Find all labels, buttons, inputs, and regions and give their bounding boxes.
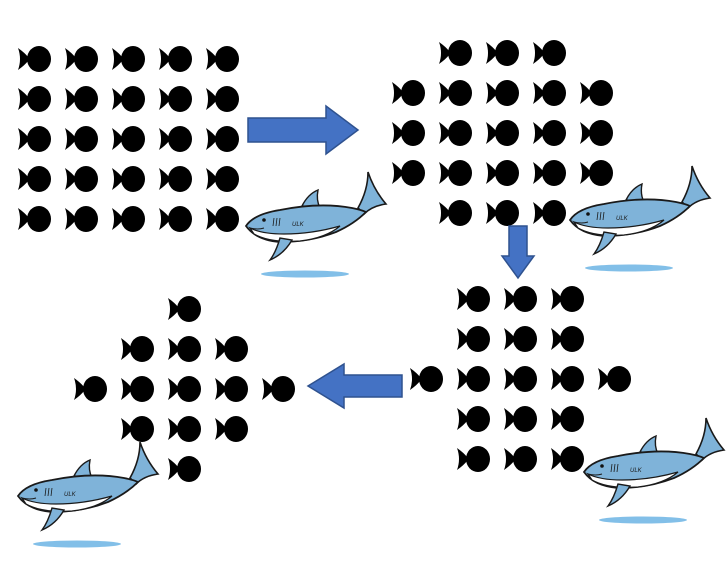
fish-icon: [531, 38, 567, 68]
fish-icon: [549, 444, 585, 474]
fish-icon: [204, 204, 240, 234]
fish-icon: [502, 404, 538, 434]
fish-icon: [549, 284, 585, 314]
fish-icon: [204, 164, 240, 194]
fish-icon: [110, 164, 146, 194]
fish-icon: [16, 164, 52, 194]
fish-icon: [157, 84, 193, 114]
fish-icon: [455, 364, 491, 394]
fish-icon: [531, 158, 567, 188]
fish-icon: [549, 404, 585, 434]
fish-icon: [63, 84, 99, 114]
fish-icon: [437, 78, 473, 108]
fish-icon: [578, 118, 614, 148]
fish-icon: [437, 198, 473, 228]
shark-icon-stage-1: ULK: [240, 168, 390, 285]
fish-icon: [455, 324, 491, 354]
fish-icon: [502, 364, 538, 394]
fish-icon: [157, 164, 193, 194]
fish-icon: [157, 44, 193, 74]
fish-icon: [455, 444, 491, 474]
fish-icon: [531, 78, 567, 108]
fish-icon: [578, 158, 614, 188]
fish-icon: [72, 374, 108, 404]
fish-icon: [110, 84, 146, 114]
fish-icon: [213, 374, 249, 404]
fish-icon: [455, 404, 491, 434]
fish-icon: [16, 124, 52, 154]
shark-label: ULK: [64, 492, 77, 498]
fish-icon: [260, 374, 296, 404]
fish-icon: [455, 284, 491, 314]
fish-icon: [484, 198, 520, 228]
fish-icon: [157, 124, 193, 154]
fish-icon: [437, 158, 473, 188]
shark-label: ULK: [616, 216, 629, 222]
fish-icon: [408, 364, 444, 394]
fish-icon: [484, 38, 520, 68]
fish-icon: [63, 124, 99, 154]
fish-icon: [531, 118, 567, 148]
shark-icon-stage-4: ULK: [12, 438, 162, 555]
fish-icon: [390, 158, 426, 188]
fish-icon: [16, 204, 52, 234]
fish-icon: [166, 334, 202, 364]
fish-icon: [213, 334, 249, 364]
shark-icon-stage-2: ULK: [564, 162, 714, 279]
fish-icon: [204, 124, 240, 154]
fish-icon: [502, 324, 538, 354]
fish-icon: [119, 334, 155, 364]
fish-icon: [502, 444, 538, 474]
fish-icon: [16, 84, 52, 114]
fish-icon: [119, 374, 155, 404]
fish-icon: [119, 414, 155, 444]
fish-icon: [166, 374, 202, 404]
fish-icon: [531, 198, 567, 228]
fish-icon: [63, 204, 99, 234]
fish-icon: [166, 454, 202, 484]
fish-icon: [63, 164, 99, 194]
fish-icon: [63, 44, 99, 74]
fish-icon: [549, 324, 585, 354]
fish-icon: [484, 118, 520, 148]
fish-icon: [110, 204, 146, 234]
fish-icon: [390, 118, 426, 148]
arrow-right-icon: [247, 104, 360, 156]
fish-icon: [166, 294, 202, 324]
fish-icon: [166, 414, 202, 444]
shark-label: ULK: [292, 222, 305, 228]
shark-label: ULK: [630, 468, 643, 474]
fish-icon: [204, 44, 240, 74]
arrow-left-icon: [306, 362, 403, 410]
fish-icon: [16, 44, 52, 74]
fish-icon: [157, 204, 193, 234]
shark-icon-stage-3: ULK: [578, 414, 726, 531]
fish-icon: [484, 78, 520, 108]
arrow-down-icon: [500, 225, 536, 280]
fish-icon: [578, 78, 614, 108]
fish-icon: [502, 284, 538, 314]
fish-icon: [549, 364, 585, 394]
fish-icon: [390, 78, 426, 108]
fish-icon: [484, 158, 520, 188]
fish-icon: [204, 84, 240, 114]
fish-icon: [596, 364, 632, 394]
fish-icon: [213, 414, 249, 444]
fish-icon: [437, 118, 473, 148]
fish-icon: [110, 124, 146, 154]
fish-icon: [110, 44, 146, 74]
fish-icon: [437, 38, 473, 68]
